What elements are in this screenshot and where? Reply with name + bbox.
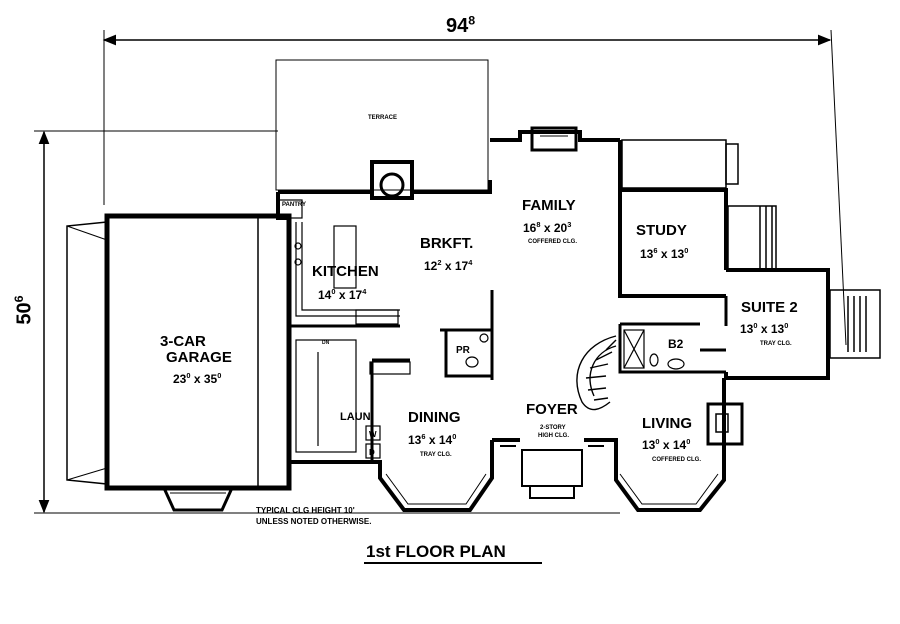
foyer-ceiling-note-line1: 2-STORY — [540, 425, 566, 431]
living-bay-window — [619, 473, 719, 505]
dining-name: DINING — [408, 409, 461, 426]
laundry-label: LAUN — [340, 411, 371, 423]
kitchen-dimensions: 140 x 174 — [318, 287, 367, 302]
family-fireplace — [530, 126, 578, 152]
living-dimensions: 130 x 140 — [642, 437, 691, 452]
terrace-label: TERRACE — [368, 115, 398, 121]
dining-bay-window — [385, 473, 487, 505]
stair-down-label: DN — [322, 340, 330, 346]
bath2-label: B2 — [668, 337, 684, 351]
kitchen-name: KITCHEN — [312, 263, 379, 280]
suite2-name: SUITE 2 — [741, 299, 798, 316]
overall-depth-dimension — [34, 130, 620, 514]
living-fireplace — [706, 402, 744, 446]
breakfast-name: BRKFT. — [420, 235, 474, 252]
pantry-label: PANTRY — [282, 202, 306, 208]
breakfast-fireplace — [370, 160, 414, 200]
family-ceiling-note: COFFERED CLG. — [528, 239, 577, 245]
washer-label: W — [369, 430, 377, 439]
overall-width-dimension — [102, 29, 847, 346]
plan-title: 1st FLOOR PLAN — [366, 542, 506, 561]
family-dimensions: 168 x 203 — [523, 220, 572, 235]
terrace — [275, 59, 489, 191]
side-stairs — [727, 205, 777, 271]
overall-width-label: 948 — [446, 13, 476, 37]
living-name: LIVING — [642, 415, 693, 432]
living-ceiling-note: COFFERED CLG. — [652, 457, 701, 463]
study-dimensions: 136 x 130 — [640, 246, 689, 261]
powder-room-label: PR — [456, 345, 470, 356]
family-name: FAMILY — [522, 197, 576, 214]
kitchen-counters — [277, 199, 400, 325]
powder-room-fixtures — [465, 333, 489, 368]
ceiling-height-note-line1: TYPICAL CLG HEIGHT 10' — [256, 506, 355, 515]
dining-ceiling-note: TRAY CLG. — [420, 452, 452, 458]
foyer-name: FOYER — [526, 401, 578, 418]
foyer-staircase — [576, 335, 617, 411]
garage-dimensions: 230 x 350 — [173, 371, 222, 386]
foyer-ceiling-note-line2: HIGH CLG. — [538, 433, 569, 439]
exterior-walls — [276, 130, 830, 512]
garage-name-line2: GARAGE — [166, 349, 232, 366]
ceiling-height-note-line2: UNLESS NOTED OTHERWISE. — [256, 517, 372, 526]
dryer-label: D — [369, 448, 375, 457]
suite-deck-stairs — [829, 289, 881, 359]
interior-walls — [289, 290, 728, 462]
study-bay — [621, 139, 739, 189]
study-name: STUDY — [636, 222, 687, 239]
overall-depth-label: 506 — [11, 295, 36, 325]
dining-dimensions: 136 x 140 — [408, 432, 457, 447]
laundry — [295, 339, 411, 459]
front-porch — [500, 445, 604, 499]
bath2-fixtures — [623, 329, 685, 370]
garage-name-line1: 3-CAR — [160, 333, 206, 350]
breakfast-dimensions: 122 x 174 — [424, 258, 473, 273]
suite2-dimensions: 130 x 130 — [740, 321, 789, 336]
suite2-ceiling-note: TRAY CLG. — [760, 341, 792, 347]
